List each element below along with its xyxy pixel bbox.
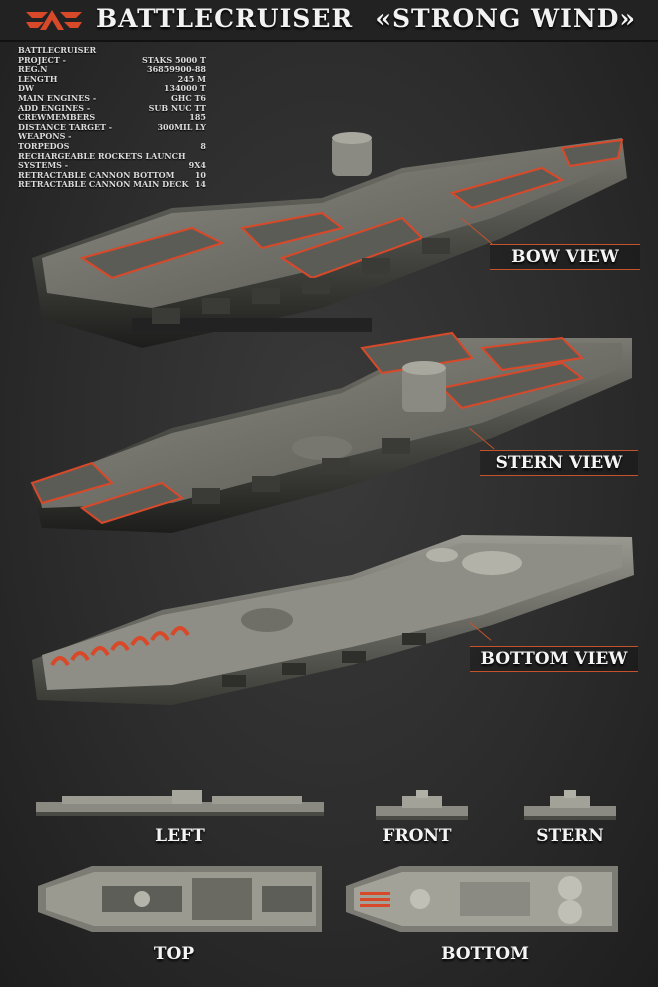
spec-row: RECHARGEABLE ROCKETS LAUNCH [18, 150, 206, 162]
bottom-ortho-render [346, 866, 618, 932]
bottom-label: BOTTOM [441, 944, 529, 964]
spec-value: 8 [200, 140, 206, 151]
faction-logo-icon [26, 10, 82, 30]
ship-name: «STRONG WIND» [375, 4, 636, 33]
stern-view-label: STERN VIEW [480, 450, 638, 476]
spec-row: REG.N 36859900-88 [18, 65, 206, 75]
spec-value: 134000 T [163, 83, 206, 94]
stern-view-render [30, 331, 632, 533]
spec-row: CREWMEMBERS 185 [18, 113, 206, 123]
spec-label: LENGTH [18, 73, 58, 84]
left-ortho-render [36, 790, 324, 816]
spec-value: 185 [189, 112, 206, 123]
spec-row: ADD ENGINES - SUB NUC TT [18, 102, 206, 114]
spec-label: TORPEDOS [18, 140, 70, 151]
spec-row: WEAPONS - [18, 132, 206, 142]
left-label: LEFT [155, 826, 205, 846]
spec-label: PROJECT - [18, 54, 66, 65]
spec-label: WEAPONS - [18, 131, 72, 142]
spec-label: SYSTEMS - [18, 160, 69, 171]
bottom-view-label: BOTTOM VIEW [470, 646, 638, 672]
spec-row: RETRACTABLE CANNON BOTTOM 10 [18, 169, 206, 181]
spec-row: LENGTH 245 M [18, 73, 206, 85]
spec-label: ADD ENGINES - [18, 102, 91, 113]
spec-row: DW 134000 T [18, 84, 206, 94]
spec-row: SYSTEMS - 9X4 [18, 161, 206, 171]
spec-value: SUB NUC TT [148, 102, 206, 113]
header-bar: BATTLECRUISER «STRONG WIND» [0, 0, 658, 42]
spec-label: REG.N [18, 64, 48, 75]
spec-row: TORPEDOS 8 [18, 140, 206, 152]
spec-value: 9X4 [188, 160, 206, 171]
spec-label: RECHARGEABLE ROCKETS LAUNCH [18, 150, 186, 161]
front-label: FRONT [382, 826, 452, 846]
spec-label: RETRACTABLE CANNON MAIN DECK [18, 179, 189, 190]
top-ortho-render [38, 866, 322, 932]
spec-label: DISTANCE TARGET - [18, 121, 113, 132]
spec-value: 245 M [177, 73, 206, 84]
spec-row: DISTANCE TARGET - 300MIL LY [18, 121, 206, 133]
specs-heading: BATTLECRUISER [18, 45, 97, 55]
top-label: TOP [153, 944, 195, 964]
spec-label: DW [18, 83, 34, 94]
spec-value: 14 [194, 179, 206, 190]
bow-view-render [32, 132, 627, 348]
spec-label: MAIN ENGINES - [18, 92, 97, 103]
spec-row: MAIN ENGINES - GHC T6 [18, 92, 206, 104]
spec-label: CREWMEMBERS [18, 112, 96, 123]
spec-value: GHC T6 [170, 92, 206, 103]
spec-value: 36859900-88 [147, 64, 206, 75]
stern-ortho-render [524, 790, 616, 820]
spec-row: RETRACTABLE CANNON MAIN DECK 14 [18, 180, 206, 190]
bottom-view-render [32, 535, 634, 705]
spec-value: 10 [194, 169, 206, 180]
spec-label: RETRACTABLE CANNON BOTTOM [18, 169, 175, 180]
bow-view-label: BOW VIEW [490, 244, 640, 270]
spec-value: STAKS 5000 T [141, 54, 206, 65]
page-title: BATTLECRUISER [96, 4, 354, 33]
spec-row: PROJECT - STAKS 5000 T [18, 54, 206, 66]
front-ortho-render [376, 790, 468, 820]
spec-value: 300MIL LY [157, 121, 206, 132]
stern-label: STERN [536, 826, 604, 846]
